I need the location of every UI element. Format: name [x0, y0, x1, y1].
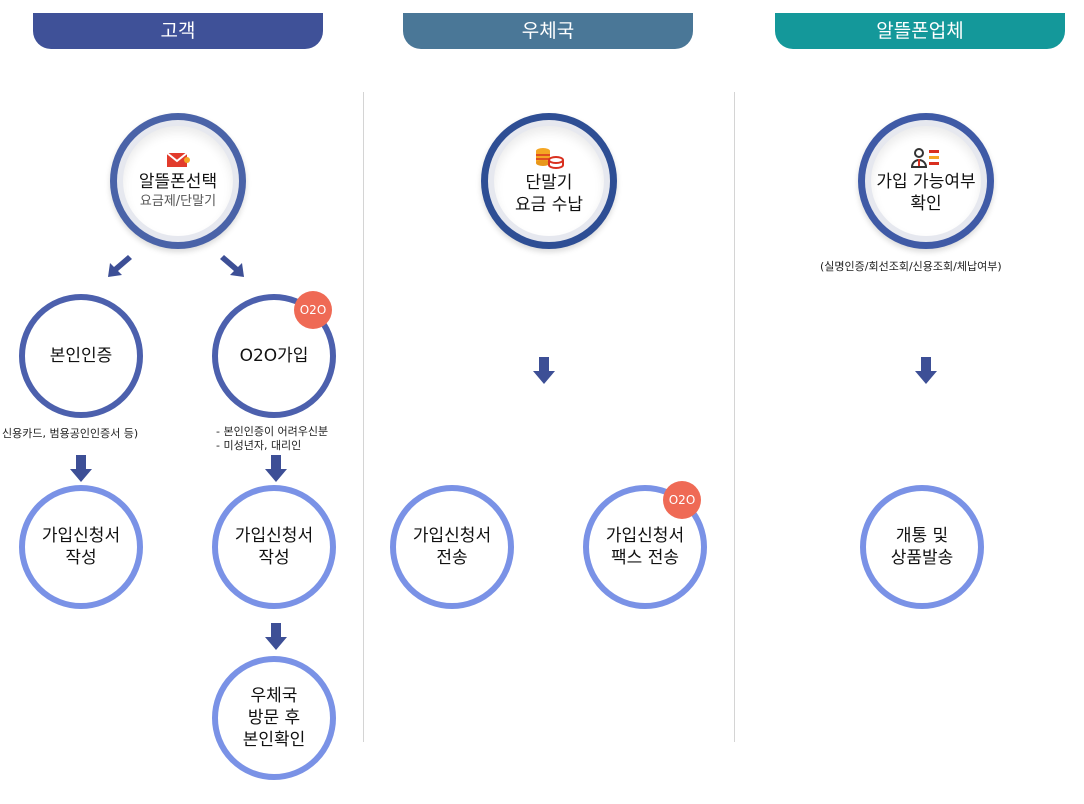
form-write-step-o2o: 가입신청서 작성 [212, 485, 336, 609]
form-write-step: 가입신청서 작성 [19, 485, 143, 609]
form-line1: 가입신청서 [41, 526, 121, 546]
fax-line2: 팩스 전송 [611, 548, 679, 568]
o2o-badge: O2O [294, 291, 332, 329]
visit-line3: 본인확인 [242, 730, 306, 750]
identity-label: 본인인증 [49, 346, 113, 366]
visit-line1: 우체국 [250, 686, 298, 706]
ship-line1: 개통 및 [895, 526, 949, 546]
arrow-down-right [220, 255, 244, 277]
ship-line2: 상품발송 [890, 548, 954, 568]
arrow-down [533, 357, 555, 384]
person-check-icon [911, 148, 939, 168]
o2o-note-2: - 미성년자, 대리인 [216, 439, 302, 452]
payment-line1: 단말기 [525, 173, 573, 193]
select-phone-step: 알뜰폰선택 요금제/단말기 [110, 113, 246, 249]
arrow-down [265, 455, 287, 482]
eligibility-note: (실명인증/회선조회/신용조회/체납여부) [820, 260, 1002, 273]
coins-icon [536, 148, 564, 169]
send-line1: 가입신청서 [412, 526, 492, 546]
send-line2: 전송 [436, 548, 468, 568]
identity-verification-step: 본인인증 [19, 294, 143, 418]
arrow-down [265, 623, 287, 650]
phone-select-icon [166, 152, 190, 167]
o2o-label: O2O가입 [239, 346, 309, 366]
fax-line1: 가입신청서 [605, 526, 685, 546]
o2o-badge: O2O [663, 481, 701, 519]
arrow-down [70, 455, 92, 482]
payment-line2: 요금 수납 [515, 195, 583, 215]
lane-divider [734, 92, 735, 742]
o2o-note-1: - 본인인증이 어려우신분 [216, 425, 329, 438]
lane-header-post-office: 우체국 [403, 13, 693, 49]
identity-note: 신용카드, 범용공인인증서 등) [2, 427, 139, 440]
eligibility-check-step: 가입 가능여부 확인 [858, 113, 994, 249]
lane-header-mvno: 알뜰폰업체 [775, 13, 1065, 49]
select-title: 알뜰폰선택 [138, 172, 218, 192]
lane-header-customer: 고객 [33, 13, 323, 49]
lane-divider [363, 92, 364, 742]
form-line2: 작성 [258, 548, 290, 568]
form-line2: 작성 [65, 548, 97, 568]
visit-line2: 방문 후 [247, 708, 301, 728]
form-line1: 가입신청서 [234, 526, 314, 546]
form-send-step: 가입신청서 전송 [390, 485, 514, 609]
arrow-down-left [108, 255, 132, 277]
check-line2: 확인 [910, 194, 942, 214]
select-subtitle: 요금제/단말기 [139, 194, 217, 209]
check-line1: 가입 가능여부 [876, 172, 976, 192]
arrow-down [915, 357, 937, 384]
post-visit-step: 우체국 방문 후 본인확인 [212, 656, 336, 780]
payment-step: 단말기 요금 수납 [481, 113, 617, 249]
form-fax-step: 가입신청서 팩스 전송 [583, 485, 707, 609]
activation-shipping-step: 개통 및 상품발송 [860, 485, 984, 609]
